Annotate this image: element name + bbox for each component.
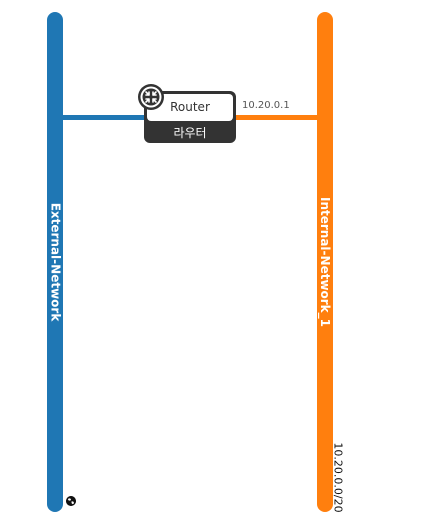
internal-network-cidr: 10.20.0.0/20 bbox=[331, 441, 345, 513]
internal-router-link bbox=[235, 115, 320, 120]
router-icon bbox=[138, 84, 164, 110]
internal-network-cidr-wrap: 10.20.0.0/20 bbox=[329, 442, 347, 512]
internal-network-bar[interactable] bbox=[317, 12, 333, 512]
external-network-bar[interactable] bbox=[47, 12, 63, 512]
external-router-link bbox=[60, 115, 146, 120]
router-type-label: Router bbox=[170, 100, 210, 114]
internal-link-ip: 10.20.0.1 bbox=[242, 100, 290, 111]
globe-icon bbox=[66, 496, 76, 506]
router-name-label: 라우터 bbox=[173, 126, 207, 140]
